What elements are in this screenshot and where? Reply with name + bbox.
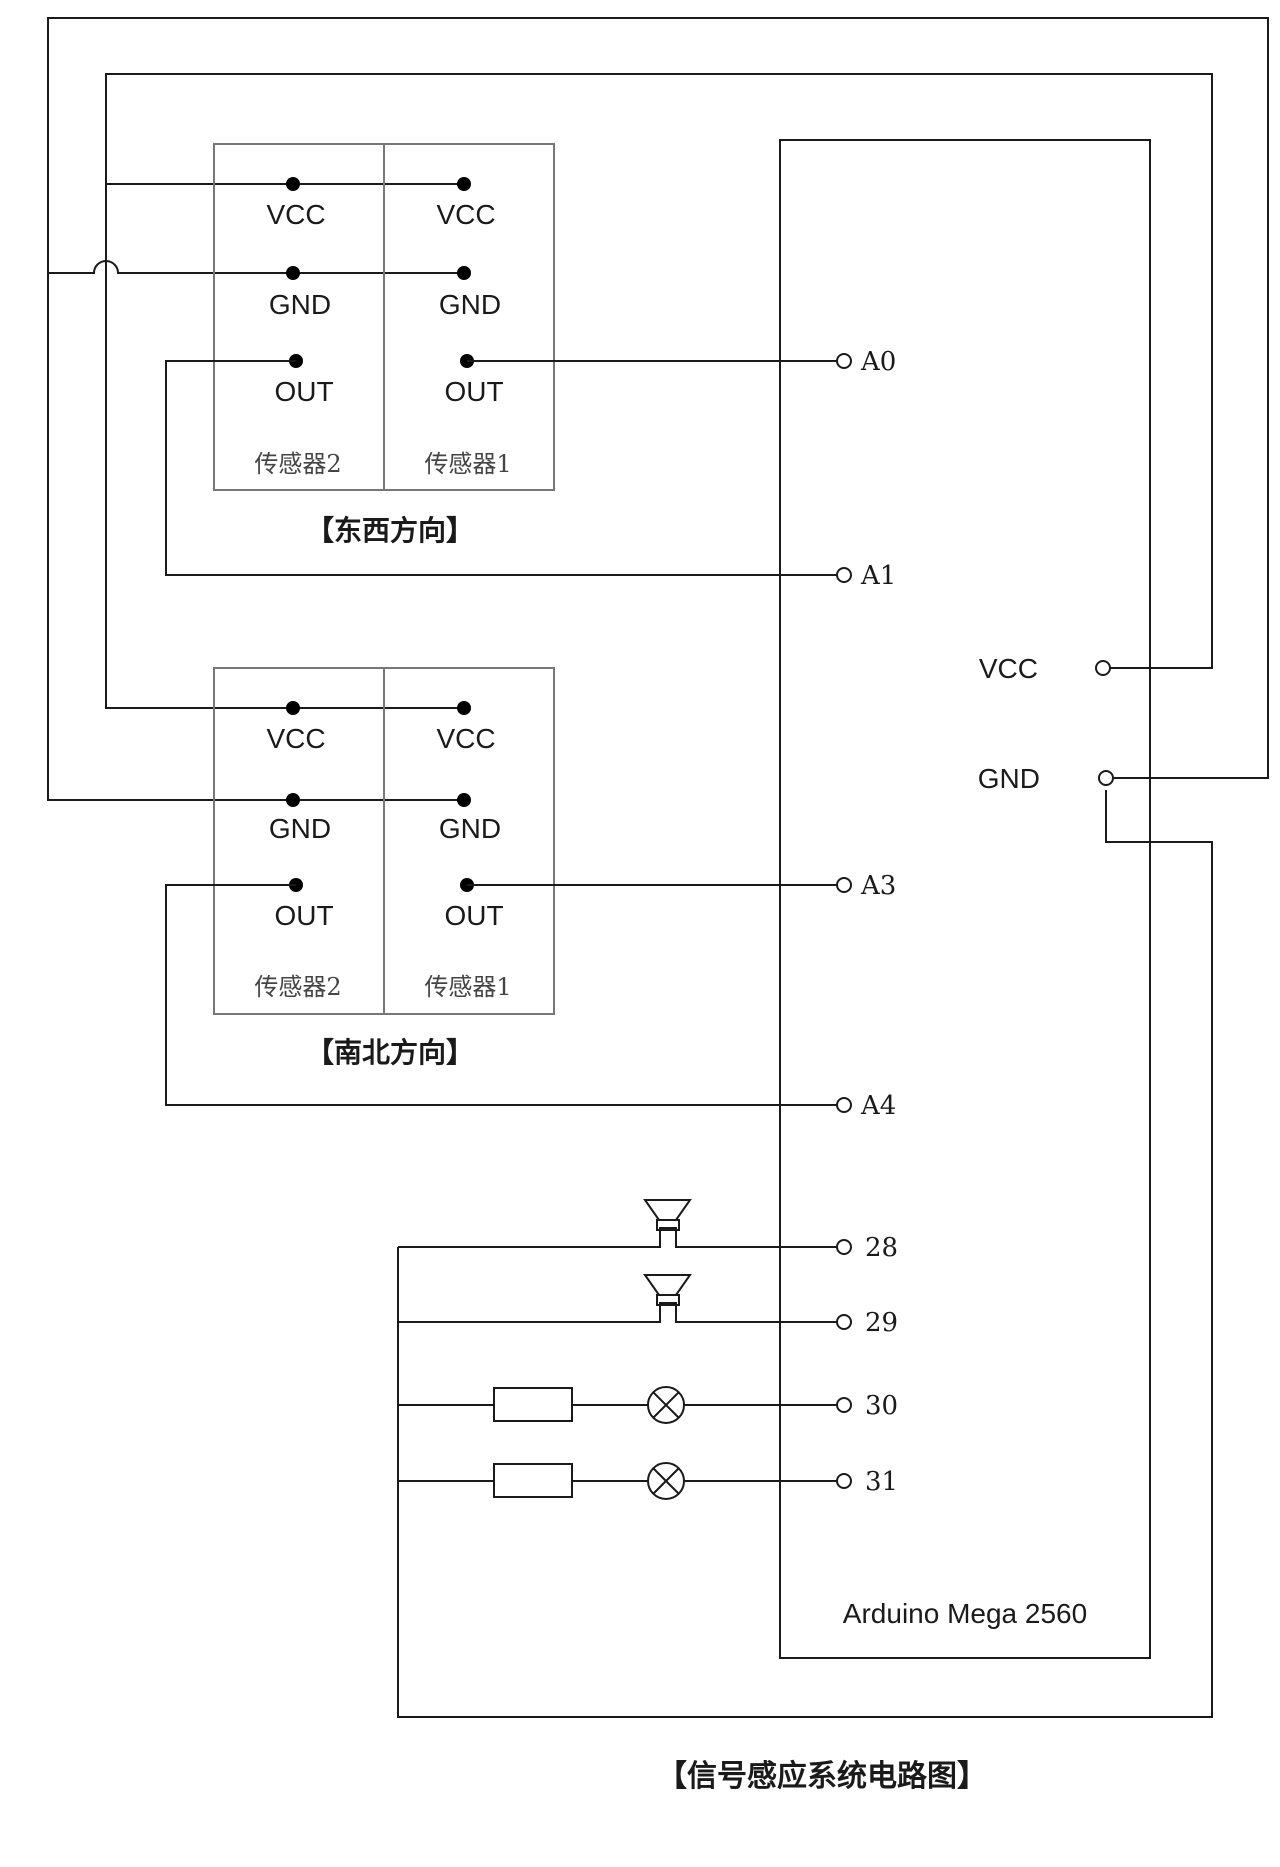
pin-label-a1: A1 <box>860 561 896 591</box>
sensor-name: 传感器1 <box>424 450 511 478</box>
sensor-pin-label: OUT <box>444 376 503 407</box>
pin-terminal <box>836 1097 852 1113</box>
pin-dot <box>457 793 471 807</box>
pin-dot <box>457 266 471 280</box>
pin-dot <box>286 701 300 715</box>
pin-label-gnd: GND <box>978 763 1040 794</box>
buzzer-icon <box>398 1274 837 1323</box>
vcc-bus-wires <box>105 73 1213 709</box>
board-pins: A0 A1 A3 A4 28 29 30 31 VCC GND <box>836 347 1114 1497</box>
pin-dot <box>457 177 471 191</box>
pin-terminal <box>836 877 852 893</box>
sensor-name: 传感器2 <box>254 450 341 478</box>
output-return-wire <box>397 790 1213 1718</box>
pin-dot <box>286 177 300 191</box>
pin-label-vcc: VCC <box>979 653 1038 684</box>
pin-dot <box>457 701 471 715</box>
pin-dot <box>286 266 300 280</box>
sensor-name: 传感器2 <box>254 973 341 1001</box>
sensor-pin-label: OUT <box>274 900 333 931</box>
sensor-box-1 <box>383 143 555 491</box>
pin-terminal <box>1098 770 1114 786</box>
sensor-pin-label: GND <box>439 289 501 320</box>
pin-label-a3: A3 <box>860 871 896 901</box>
pin-terminal <box>836 1397 852 1413</box>
sensor-pin-label: VCC <box>266 723 325 754</box>
buzzer-icon <box>398 1199 837 1248</box>
pin-terminal <box>836 1473 852 1489</box>
pin-label-31: 31 <box>865 1467 898 1497</box>
sensor-pin-label: GND <box>269 289 331 320</box>
signal-wires-bottom <box>165 884 837 1106</box>
sensor-name: 传感器1 <box>424 973 511 1001</box>
pin-label-28: 28 <box>865 1233 898 1263</box>
pin-terminal <box>836 1314 852 1330</box>
sensor-pin-label: GND <box>269 813 331 844</box>
pin-terminal <box>836 1239 852 1255</box>
signal-wires-top <box>165 360 837 576</box>
pin-label-a4: A4 <box>860 1091 896 1121</box>
pin-label-29: 29 <box>865 1308 898 1338</box>
sensor-group-east-west: VCC VCC GND GND OUT OUT 传感器2 传感器1 【东西方向】 <box>213 143 555 547</box>
gnd-bus-wires <box>47 17 1269 801</box>
sensor-pin-label: GND <box>439 813 501 844</box>
arduino-board-label: Arduino Mega 2560 <box>843 1598 1087 1629</box>
pin-terminal <box>836 353 852 369</box>
pin-terminal <box>1095 660 1111 676</box>
diagram-title: 【信号感应系统电路图】 <box>657 1759 987 1794</box>
resistor-and-lamp-icon <box>398 1386 837 1424</box>
pin-label-a0: A0 <box>860 347 896 377</box>
sensor-pin-label: VCC <box>436 723 495 754</box>
sensor-box-1 <box>383 667 555 1015</box>
sensor-group-north-south: VCC VCC GND GND OUT OUT 传感器2 传感器1 【南北方向】 <box>213 667 555 1069</box>
sensor-pin-label: VCC <box>266 199 325 230</box>
sensor-pin-label: VCC <box>436 199 495 230</box>
sensor-pin-label: OUT <box>274 376 333 407</box>
group-title: 【东西方向】 <box>306 514 474 547</box>
pin-label-30: 30 <box>865 1391 898 1421</box>
arduino-board <box>779 139 1151 1659</box>
sensor-pin-label: OUT <box>444 900 503 931</box>
pin-terminal <box>836 567 852 583</box>
pin-dot <box>286 793 300 807</box>
resistor-and-lamp-icon <box>398 1462 837 1500</box>
group-title: 【南北方向】 <box>306 1036 474 1069</box>
